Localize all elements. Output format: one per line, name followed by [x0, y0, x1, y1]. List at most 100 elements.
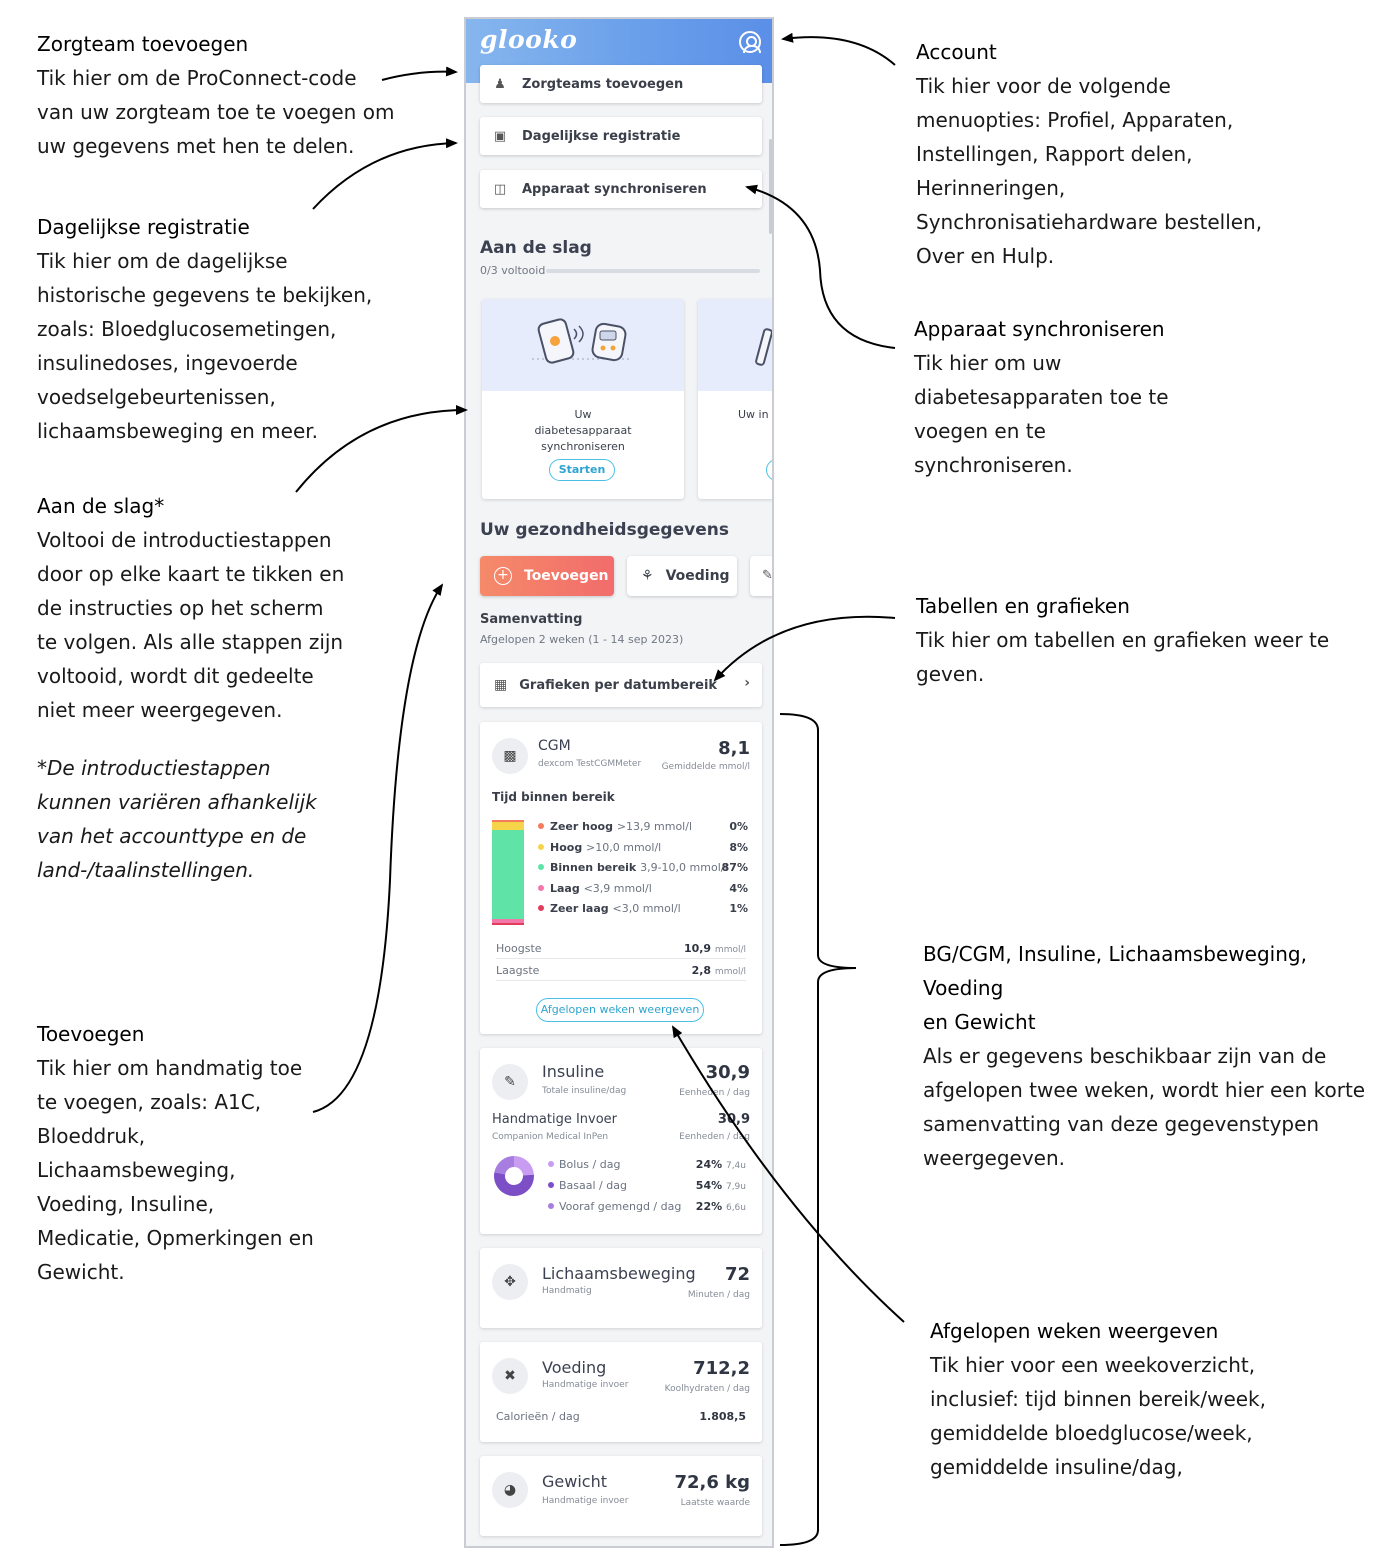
- note-weeks: Afgelopen weken weergeven Tik hier voor …: [930, 1314, 1266, 1484]
- note-body: Als er gegevens beschikbaar zijn van de …: [923, 1044, 1366, 1170]
- note-title: Tabellen en grafieken: [916, 594, 1130, 618]
- start-button-partial[interactable]: [766, 459, 772, 481]
- range-label: Laag: [550, 881, 584, 895]
- note-body: Tik hier voor de volgende menuopties: Pr…: [916, 74, 1263, 268]
- note-body: Tik hier om uw diabetesapparaten toe te …: [914, 351, 1169, 477]
- legend-dot: [538, 884, 544, 891]
- exercise-value: 72: [724, 1264, 750, 1285]
- tir-bar-segment: [492, 918, 524, 923]
- food-sub: Handmatige invoer: [542, 1380, 629, 1390]
- note-add: Toevoegen Tik hier om handmatig toe te v…: [37, 1017, 314, 1289]
- unit-label: mmol/l: [714, 967, 746, 977]
- summary-range: Afgelopen 2 weken (1 - 14 sep 2023): [480, 633, 684, 646]
- card-text: Uw in: [738, 408, 769, 421]
- exercise-sub: Handmatig: [542, 1286, 592, 1296]
- cgm-title: CGM: [538, 738, 571, 754]
- sync-device-button[interactable]: ◫ Apparaat synchroniseren: [480, 170, 762, 208]
- cgm-card[interactable]: ▩ CGM dexcom TestCGMMeter 8,1 Gemiddelde…: [480, 722, 762, 1034]
- add-care-team-button[interactable]: ♟ Zorgteams toevoegen: [480, 65, 762, 103]
- scrollbar[interactable]: [769, 139, 772, 234]
- highest-value: 10,9 mmol/l: [684, 942, 746, 955]
- insulin-card[interactable]: ✎ Insuline Totale insuline/dag 30,9 Eenh…: [480, 1048, 762, 1234]
- cgm-average-unit: Gemiddelde mmol/l: [661, 762, 750, 772]
- range-percent: 87%: [721, 861, 748, 874]
- tir-bar-segment: [492, 830, 524, 919]
- legend-dot: [548, 1161, 554, 1167]
- weight-value: 72,6 kg: [674, 1472, 750, 1493]
- exercise-title: Lichaamsbeweging: [542, 1264, 696, 1283]
- note-title: Toevoegen: [37, 1022, 145, 1046]
- note-body: Tik hier om de ProConnect-code van uw zo…: [37, 66, 395, 158]
- legend-dot: [548, 1203, 554, 1209]
- note-care-team: Zorgteam toevoegen Tik hier om de ProCon…: [37, 27, 394, 163]
- add-button[interactable]: + Toevoegen: [480, 556, 614, 596]
- start-button[interactable]: Starten: [549, 459, 615, 481]
- note-title: Afgelopen weken weergeven: [930, 1319, 1219, 1343]
- exercise-card[interactable]: ✥ Lichaamsbeweging Handmatig 72 Minuten …: [480, 1248, 762, 1328]
- cgm-average-value: 8,1: [718, 738, 750, 759]
- chevron-right-icon: ›: [744, 675, 750, 691]
- syringe-icon: ✎: [492, 1064, 528, 1100]
- card-illustration: [698, 299, 772, 391]
- tir-title: Tijd binnen bereik: [492, 790, 615, 804]
- insulin-unit: Eenheden / dag: [679, 1088, 750, 1098]
- note-body: Tik hier om de dagelijkse historische ge…: [37, 249, 373, 443]
- shoe-icon: ✥: [492, 1264, 528, 1300]
- note-getting-started: Aan de slag* Voltooi de introductiestapp…: [37, 489, 344, 887]
- range-percent: 4%: [729, 881, 748, 895]
- charts-by-range-button[interactable]: ▦ Grafieken per datumbereik ›: [480, 663, 762, 707]
- insulin-type-value: 54% 7,9u: [696, 1179, 746, 1192]
- insulin-units: 6,6u: [725, 1203, 746, 1213]
- note-body: Tik hier om handmatig toe te voegen, zoa…: [37, 1056, 314, 1284]
- getting-started-title: Aan de slag: [480, 238, 592, 258]
- unit-label: mmol/l: [714, 945, 746, 955]
- range-label: Hoog: [550, 840, 587, 854]
- account-icon[interactable]: [739, 31, 761, 53]
- highest-number: 10,9: [683, 942, 712, 955]
- note-title: BG/CGM, Insuline, Lichaamsbeweging, Voed…: [923, 942, 1307, 1034]
- manual-entry-sub: Companion Medical InPen: [492, 1132, 609, 1142]
- donut-slice: [494, 1172, 534, 1196]
- tir-bar-segment: [492, 820, 524, 822]
- insulin-sub: Totale insuline/dag: [542, 1086, 627, 1096]
- show-past-weeks-button[interactable]: Afgelopen weken weergeven: [536, 998, 704, 1022]
- book-icon: ▣: [493, 128, 507, 144]
- note-daily: Dagelijkse registratie Tik hier om de da…: [37, 210, 372, 448]
- manual-entry-value: 30,9: [717, 1112, 750, 1127]
- cgm-device: dexcom TestCGMMeter: [538, 759, 642, 769]
- weight-card[interactable]: ◕ Gewicht Handmatige invoer 72,6 kg Laat…: [480, 1456, 762, 1536]
- range-threshold: 3,9-10,0 mmol/l: [640, 861, 728, 874]
- daily-log-button[interactable]: ▣ Dagelijkse registratie: [480, 117, 762, 155]
- range-percent: 8%: [729, 840, 748, 854]
- more-quick-add-button[interactable]: ✎: [750, 556, 773, 596]
- sync-device-label: Apparaat synchroniseren: [522, 181, 707, 197]
- legend-dot: [538, 905, 544, 911]
- insulin-units: 7,4u: [725, 1161, 746, 1171]
- plus-icon: +: [494, 567, 512, 585]
- phone-screen: glooko ♟ Zorgteams toevoegen ▣ Dagelijks…: [464, 17, 774, 1548]
- range-percent: 0%: [729, 820, 748, 833]
- manual-entry-title: Handmatige Invoer: [492, 1112, 618, 1127]
- food-card[interactable]: ✖ Voeding Handmatige invoer 712,2 Koolhy…: [480, 1342, 762, 1442]
- note-body: Tik hier om tabellen en grafieken weer t…: [916, 628, 1330, 686]
- devices-illustration: [532, 318, 632, 364]
- tir-bar-segment: [492, 822, 524, 831]
- range-threshold: >13,9 mmol/l: [616, 820, 692, 833]
- getting-started-card-2[interactable]: Uw in: [698, 299, 772, 499]
- insulin-title: Insuline: [542, 1062, 605, 1081]
- lowest-number: 2,8: [691, 964, 712, 977]
- legend-dot: [538, 864, 544, 870]
- note-body: Voltooi de introductiestappen door op el…: [37, 528, 345, 722]
- pen-icon: ✎: [762, 568, 773, 583]
- getting-started-card-sync[interactable]: Uw diabetesapparaat synchroniseren Start…: [482, 299, 684, 499]
- note-title: Zorgteam toevoegen: [37, 32, 249, 56]
- tir-stacked-bar: [492, 820, 524, 925]
- food-button-label: Voeding: [665, 568, 730, 584]
- food-button[interactable]: ⚘ Voeding: [627, 556, 737, 596]
- note-footnote: *De introductiestappen kunnen variëren a…: [37, 756, 317, 882]
